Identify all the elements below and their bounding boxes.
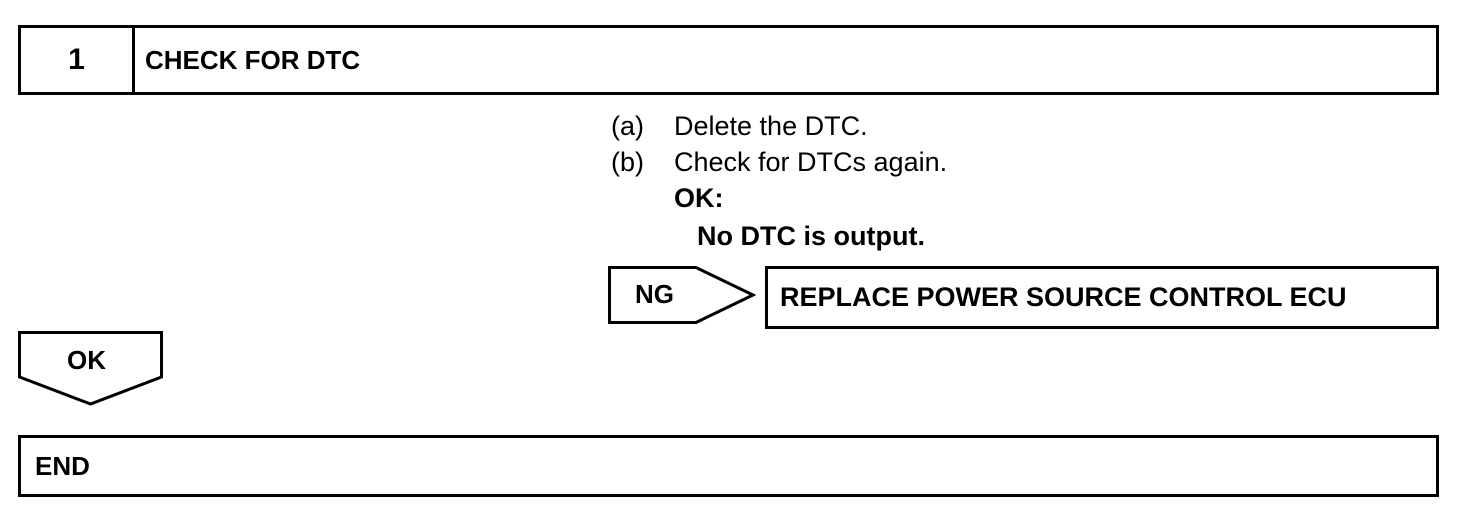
- instruction-a-letter: (a): [611, 111, 644, 141]
- result-label: OK:: [674, 183, 724, 213]
- ng-action-box: REPLACE POWER SOURCE CONTROL ECU: [765, 266, 1439, 329]
- ng-label: NG: [635, 279, 674, 309]
- ok-arrow-shape: [18, 331, 163, 406]
- step-header: 1 CHECK FOR DTC: [18, 25, 1439, 95]
- instruction-b-letter: (b): [611, 147, 644, 177]
- end-text: END: [35, 450, 90, 481]
- instruction-a-text: Delete the DTC.: [674, 111, 868, 141]
- step-number: 1: [21, 28, 135, 92]
- ok-label: OK: [67, 345, 106, 375]
- instruction-b-text: Check for DTCs again.: [674, 147, 948, 177]
- ng-arrow-shape: [608, 266, 756, 324]
- end-box: END: [18, 435, 1439, 497]
- step-title: CHECK FOR DTC: [145, 44, 361, 75]
- result-text: No DTC is output.: [697, 221, 925, 251]
- ng-action-text: REPLACE POWER SOURCE CONTROL ECU: [780, 282, 1347, 312]
